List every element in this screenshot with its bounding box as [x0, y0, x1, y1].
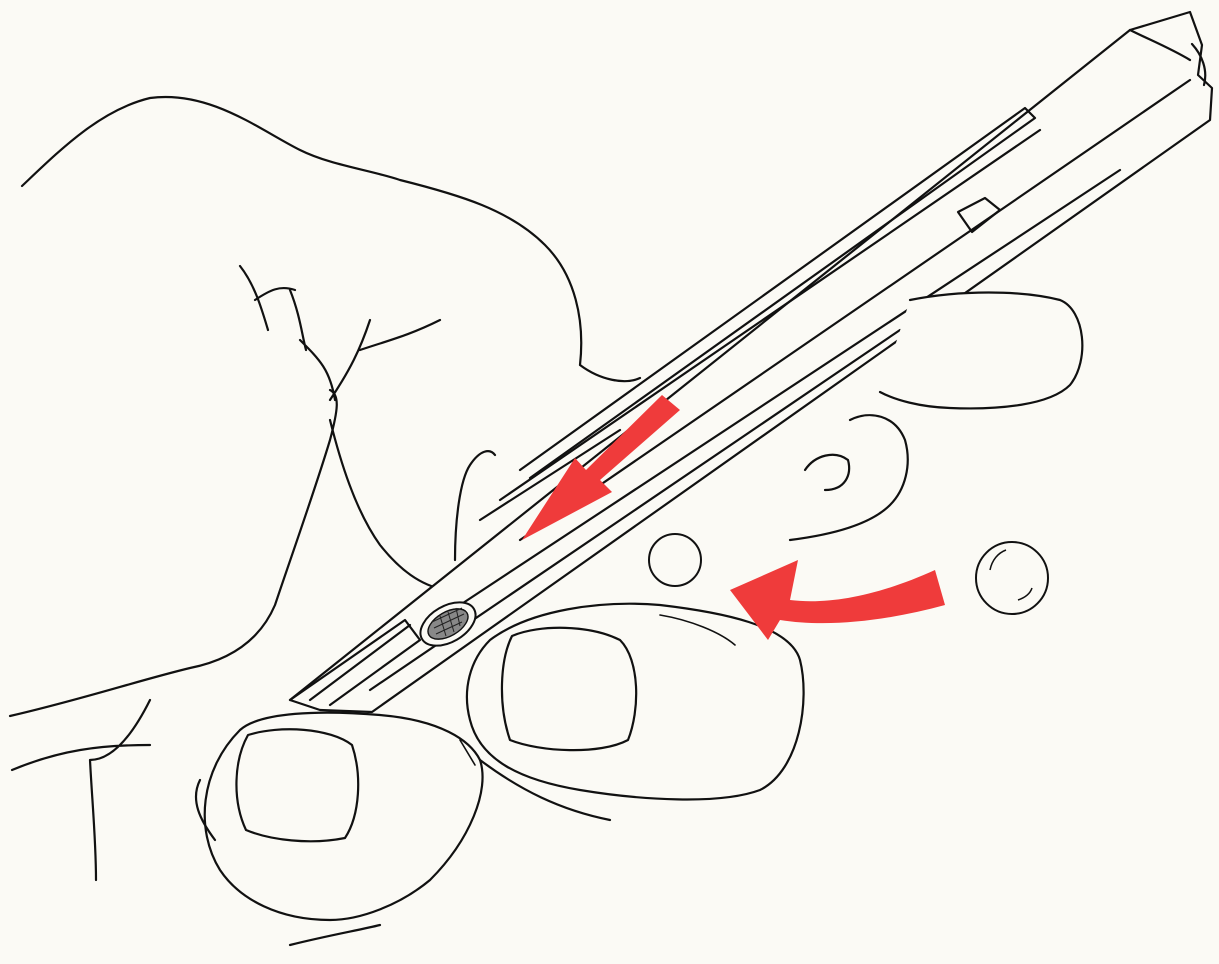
right-finger-top: [880, 293, 1082, 409]
right-finger-middle: [790, 415, 908, 540]
arrow-insert-curved: [730, 560, 945, 640]
right-hand: [196, 293, 1082, 946]
cartridge-loose: [976, 542, 1048, 614]
left-wrist-lines: [12, 700, 150, 880]
right-index-finger: [205, 713, 483, 920]
left-hand-lower-edge: [10, 390, 337, 716]
left-hand-outline: [22, 97, 640, 381]
left-hand-knuckle-creases: [240, 266, 440, 400]
cartridge-inserting: [649, 534, 701, 586]
